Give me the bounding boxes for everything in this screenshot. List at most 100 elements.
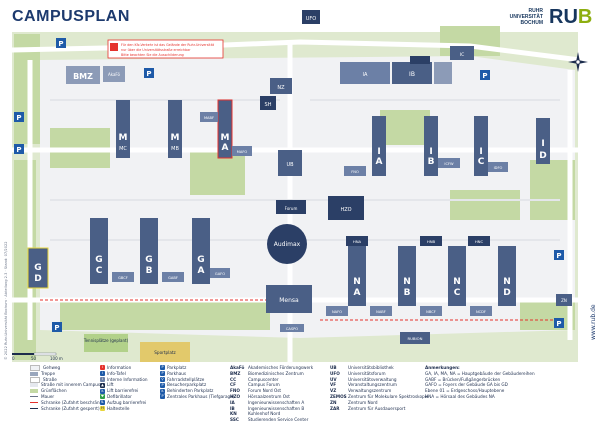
building-nc[interactable]: N C — [448, 246, 466, 306]
svg-text:M: M — [119, 133, 128, 143]
building-mb[interactable]: M MB — [168, 100, 182, 158]
svg-text:NABF: NABF — [376, 310, 386, 314]
svg-text:Forum: Forum — [285, 206, 298, 211]
building-akafoe[interactable]: AkaFö — [103, 66, 125, 82]
svg-text:N: N — [453, 277, 461, 287]
compass-icon — [568, 52, 588, 72]
rub-logo-mark: RUB — [549, 6, 593, 28]
building-i-a[interactable]: I A — [372, 116, 386, 176]
svg-text:HZO: HZO — [340, 207, 351, 213]
svg-text:B: B — [146, 266, 153, 276]
building-nz[interactable]: NZ — [270, 78, 292, 94]
building-nafo[interactable]: NAFO — [326, 306, 348, 316]
building-mafo[interactable]: MAFO — [232, 146, 252, 156]
svg-text:100 m: 100 m — [50, 356, 63, 361]
building-rubion[interactable]: RUBION — [400, 332, 430, 344]
building-audimax[interactable]: Audimax — [267, 224, 307, 264]
building-gbcf[interactable]: GBCF — [112, 272, 134, 282]
building-ma[interactable]: M A — [217, 99, 233, 159]
building-gb[interactable]: G B — [140, 218, 158, 284]
building-i-d[interactable]: I D — [536, 118, 550, 164]
svg-text:P: P — [16, 146, 21, 154]
svg-text:IB: IB — [409, 71, 415, 78]
building-ub[interactable]: UB — [278, 150, 302, 176]
building-hnb[interactable]: HNB — [420, 236, 442, 246]
building-mc[interactable]: M MC — [116, 100, 130, 158]
building-gd[interactable]: G D — [27, 247, 49, 289]
svg-text:Audimax: Audimax — [274, 241, 301, 248]
area-sportplatz: Sportplatz — [140, 342, 190, 362]
svg-text:SH: SH — [265, 102, 272, 108]
building-ncdf[interactable]: NCDF — [470, 306, 492, 316]
building-forum[interactable]: Forum — [276, 200, 306, 214]
svg-text:NBCF: NBCF — [426, 310, 436, 314]
svg-text:ICFW: ICFW — [444, 162, 454, 166]
legend-paths: Gehweg Treppe Straße Straße mit innerem … — [30, 364, 105, 411]
building-ga[interactable]: G A — [192, 218, 210, 284]
building-na[interactable]: N A — [348, 246, 366, 306]
building-gc[interactable]: G C — [90, 218, 108, 284]
svg-text:I: I — [541, 139, 544, 149]
building-ic[interactable] — [434, 62, 452, 84]
building-i-c[interactable]: I C — [474, 116, 488, 176]
building-idfo[interactable]: IDFO — [488, 162, 508, 172]
traffic-notice: Für den Kfz-Verkehr ist das Gelände der … — [107, 39, 224, 59]
rub-url[interactable]: www.rub.de — [590, 304, 597, 340]
building-bmz[interactable]: BMZ — [66, 66, 100, 84]
svg-text:D: D — [503, 288, 510, 298]
svg-text:RUBION: RUBION — [408, 336, 423, 341]
svg-text:50: 50 — [31, 356, 37, 361]
building-zn[interactable]: ZN — [556, 294, 572, 306]
building-nbcf[interactable]: NBCF — [420, 306, 442, 316]
building-nd[interactable]: N D — [498, 246, 516, 306]
map-title: CAMPUSPLAN — [12, 8, 130, 25]
area-tennis: Tennisplätze (geplant) — [83, 334, 129, 352]
building-mabf[interactable]: MABF — [200, 112, 218, 122]
building-mensa[interactable]: Mensa — [266, 285, 312, 313]
svg-text:GBCF: GBCF — [118, 276, 128, 280]
building-i-b[interactable]: I B — [424, 116, 438, 176]
svg-text:GABF: GABF — [168, 276, 178, 280]
building-fno[interactable]: FNO — [344, 166, 366, 176]
parking-icon: P — [160, 365, 165, 371]
parking-markers: P P P P P P P P — [14, 38, 564, 332]
info-icon: i — [100, 365, 105, 371]
svg-text:IC: IC — [460, 52, 464, 58]
svg-text:nur über die Universitätsstraß: nur über die Universitätsstraße erreichb… — [121, 48, 191, 52]
svg-text:N: N — [403, 277, 411, 287]
building-ibn[interactable] — [410, 56, 430, 64]
svg-text:Bitte beachten Sie die Ausschi: Bitte beachten Sie die Ausschilderung — [121, 53, 184, 57]
building-hzo[interactable]: HZO — [328, 196, 364, 220]
svg-text:C: C — [454, 288, 461, 298]
building-ib[interactable]: IB — [392, 62, 432, 84]
building-ia[interactable]: IA — [340, 62, 390, 84]
building-gafo[interactable]: GAFO — [210, 268, 230, 278]
legend-notes: Anmerkungen: GA, IA, MA, NA = Hauptgebäu… — [425, 365, 535, 400]
building-idn[interactable]: IC — [450, 46, 474, 60]
building-caspo[interactable]: CASPO — [280, 324, 304, 332]
building-nb[interactable]: N B — [398, 246, 416, 306]
svg-text:MB: MB — [171, 146, 179, 152]
svg-text:I: I — [429, 147, 432, 157]
building-icfw[interactable]: ICFW — [438, 158, 460, 168]
building-sh[interactable]: SH — [260, 96, 276, 110]
bicycle-icon: ⚲ — [160, 376, 165, 382]
svg-text:G: G — [34, 263, 41, 273]
svg-text:ZN: ZN — [561, 298, 567, 303]
building-gabf[interactable]: GABF — [162, 272, 184, 282]
building-ufo[interactable]: UFO — [302, 10, 320, 24]
building-hna[interactable]: HNA — [346, 236, 368, 246]
building-hnc[interactable]: HNC — [468, 236, 490, 246]
central-garage-icon: P — [160, 394, 165, 400]
svg-text:Tennisplätze (geplant): Tennisplätze (geplant) — [83, 338, 129, 343]
svg-text:P: P — [556, 320, 561, 328]
svg-text:CASPO: CASPO — [286, 327, 298, 331]
lift-icon: ▲ — [100, 382, 105, 388]
svg-text:C: C — [478, 157, 485, 167]
building-nabf[interactable]: NABF — [370, 306, 392, 316]
svg-text:P: P — [482, 72, 487, 80]
